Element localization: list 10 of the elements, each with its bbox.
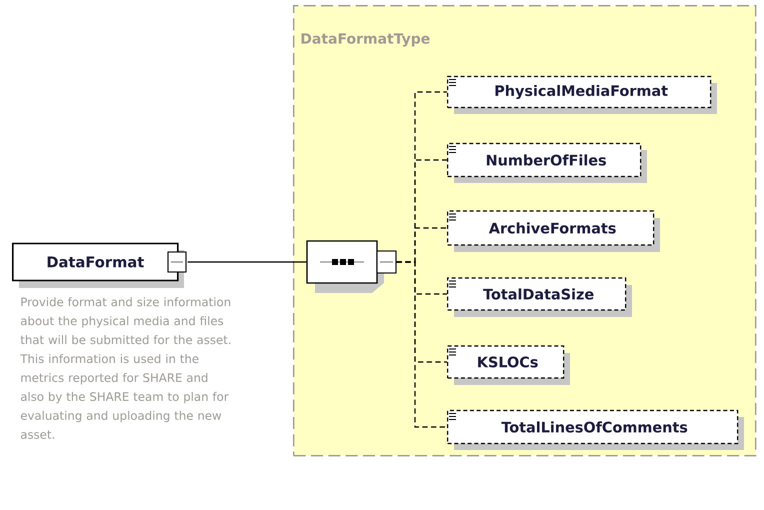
connector [188,261,306,263]
element-box: PhysicalMediaFormat [447,76,717,114]
element-box: TotalDataSize [447,277,632,317]
element-box: ArchiveFormats [447,210,660,252]
description-text: Provide format and size information about the physical media and files that will be submitted for the asset. This information is used in the metrics reported for SHARE and also by the SHARE team to plan for evaluating and uploading the new asset. [20,297,230,439]
connector [396,261,447,428]
element-box: TotalLinesOfComments [447,410,744,450]
element-box: KSLOCs [447,345,570,385]
element-box: NumberOfFiles [447,142,647,183]
element-box: DataFormat [12,242,184,288]
